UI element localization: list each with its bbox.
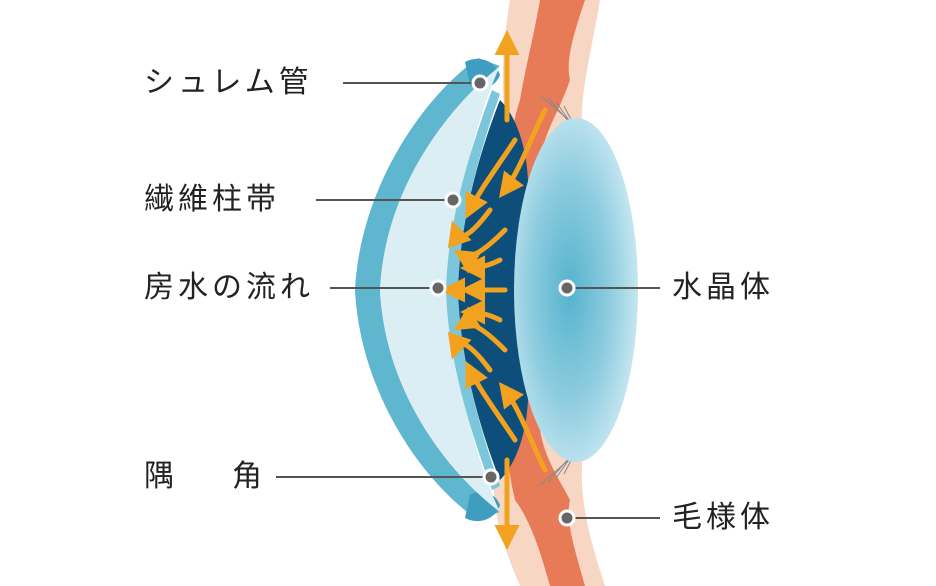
- arrow-icon: [465, 361, 518, 443]
- label-angle-char-1: 隅: [144, 459, 178, 494]
- arrow-icon: [499, 107, 548, 199]
- arrow-icon: [499, 381, 548, 473]
- label-aqueous-flow: 房水の流れ: [144, 270, 314, 305]
- arrow-icon: [460, 299, 503, 325]
- pointer-dot-icon: [482, 468, 500, 486]
- label-schlemm-canal: シュレム管: [144, 65, 313, 100]
- pointer-dot-icon: [558, 279, 576, 297]
- arrow-icon: [460, 255, 503, 281]
- leader-lines: [276, 82, 660, 519]
- aqueous-flow-arrows: [440, 30, 548, 550]
- label-angle-char-2: 角: [232, 459, 266, 494]
- lens: [514, 118, 638, 462]
- arrow-icon: [447, 331, 493, 373]
- pointer-dot-icon: [471, 74, 489, 92]
- pointer-dots: [429, 74, 576, 527]
- arrow-icon: [447, 207, 493, 249]
- label-lens: 水晶体: [672, 270, 774, 305]
- label-angle: 隅角: [144, 462, 266, 492]
- cornea: [355, 58, 500, 520]
- pointer-dot-icon: [444, 191, 462, 209]
- pointer-dot-icon: [558, 509, 576, 527]
- label-ciliary-body: 毛様体: [672, 500, 774, 535]
- arrow-icon: [465, 137, 518, 219]
- label-trabecular-meshwork: 繊維柱帯: [144, 182, 280, 217]
- pointer-dot-icon: [429, 279, 447, 297]
